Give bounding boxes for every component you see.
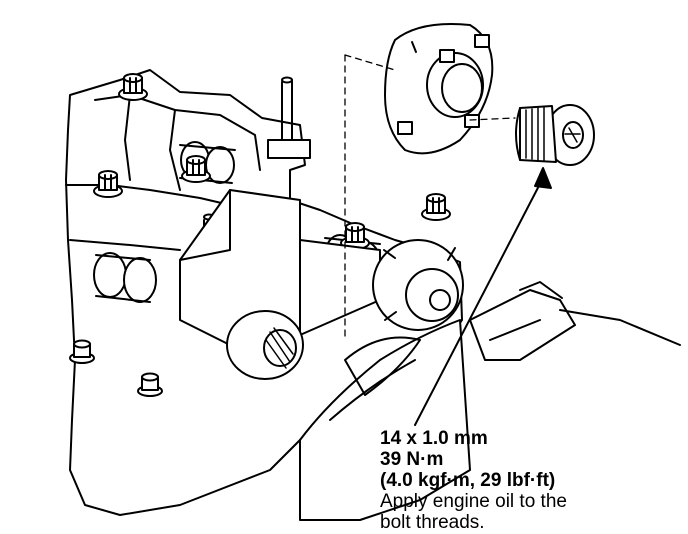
cam-pulse-plate-installed [372,239,464,331]
leader-arrow [414,167,552,426]
instruction-line-2: bolt threads. [380,512,485,533]
cam-pulse-plate-exploded [384,23,494,155]
bolt-size: 14 x 1.0 mm [380,428,488,449]
torque-value: 39 N·m [380,449,444,470]
torque-callout: 14 x 1.0 mm 39 N·m (4.0 kgf·m, 29 lbf·ft… [380,428,680,533]
alignment-lines [344,54,516,341]
tool-handle [469,281,681,361]
sealing-bolt-exploded [515,104,595,166]
torque-alt-units: (4.0 kgf·m, 29 lbf·ft) [380,470,556,491]
instruction-line-1: Apply engine oil to the [380,491,567,512]
back-cover [299,319,471,521]
camshaft-holder [179,189,381,346]
sealing-bolt-hole [226,310,304,380]
